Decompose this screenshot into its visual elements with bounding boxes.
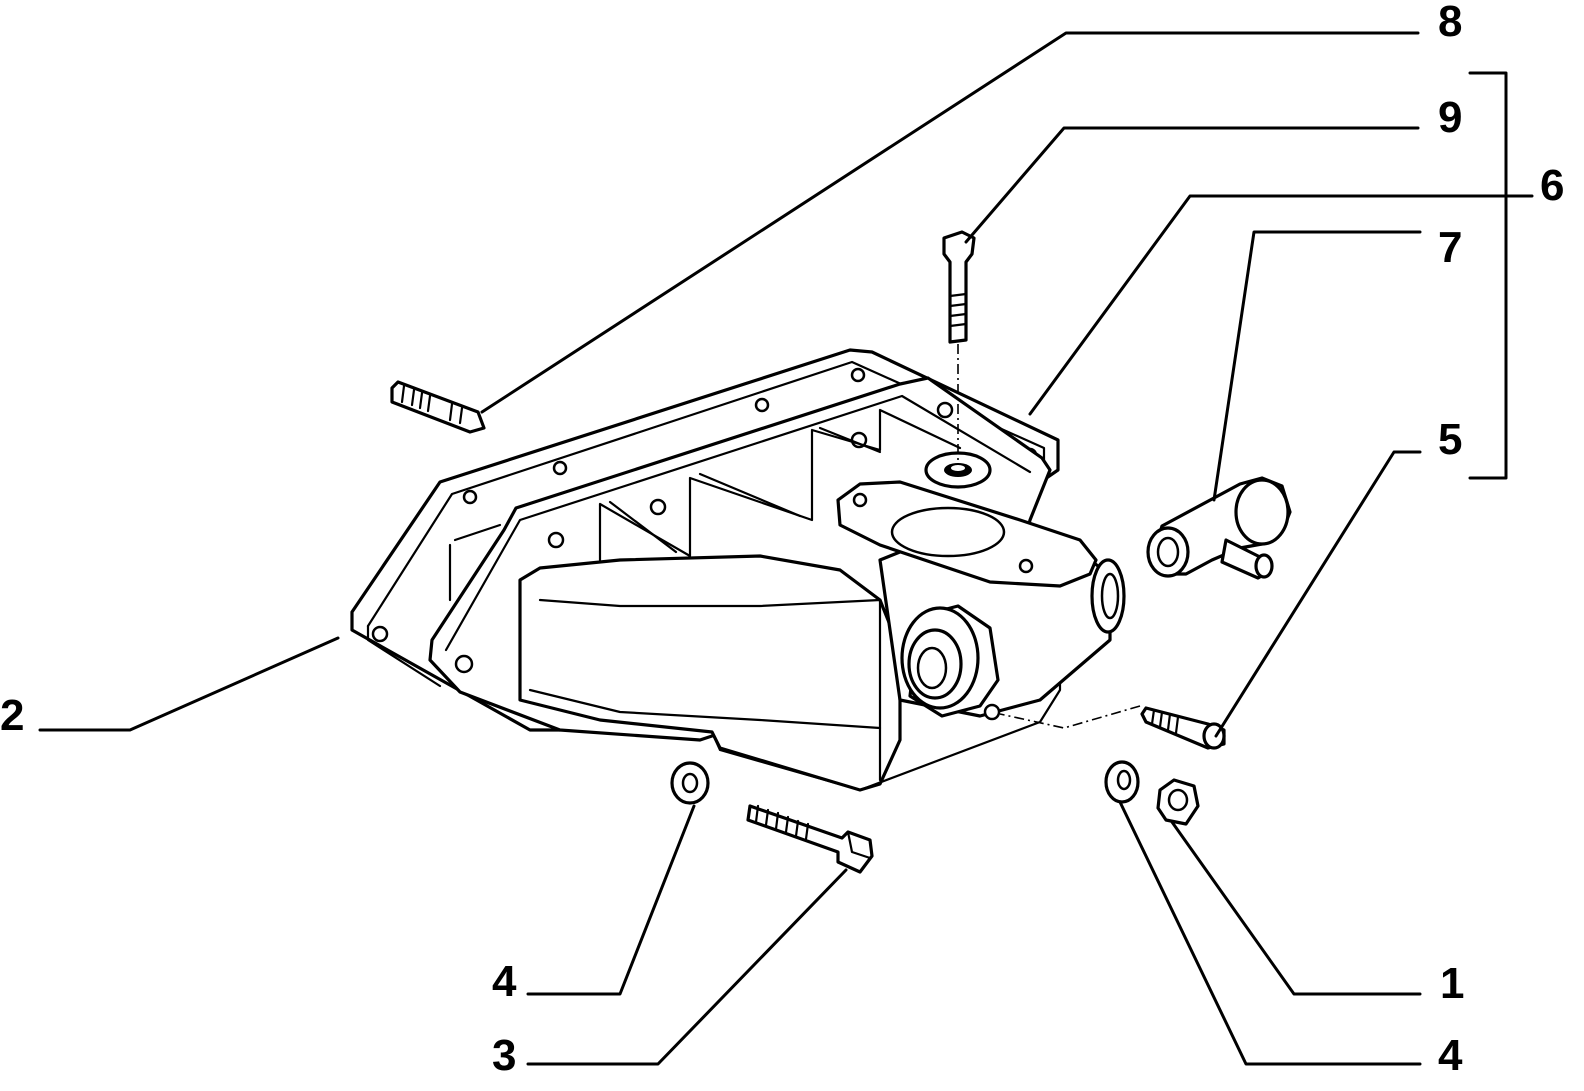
screw-part-9 <box>942 230 976 460</box>
callout-8: 8 <box>1438 0 1462 46</box>
callout-9: 9 <box>1438 93 1462 142</box>
callout-3: 3 <box>492 1031 516 1080</box>
leader-lines <box>38 31 1534 1066</box>
callout-2: 2 <box>0 691 24 740</box>
callout-1: 1 <box>1440 959 1464 1008</box>
callout-7: 7 <box>1438 223 1462 272</box>
stud-part-8 <box>390 380 486 434</box>
bolt-part-5 <box>999 705 1226 750</box>
callout-6: 6 <box>1540 161 1564 210</box>
callout-labels: 8 9 6 7 5 2 4 3 1 4 <box>0 0 1564 1080</box>
housing-body <box>428 376 1126 792</box>
pipe-fitting-part-7 <box>1146 476 1292 580</box>
callout-4-right: 4 <box>1438 1031 1463 1080</box>
callout-5: 5 <box>1438 415 1462 464</box>
washer-part-4-right <box>1104 760 1140 804</box>
bolt-part-3 <box>746 804 874 874</box>
washer-part-4-left <box>670 761 710 805</box>
nut-part-1 <box>1156 778 1200 826</box>
callout-4-left: 4 <box>492 957 517 1006</box>
